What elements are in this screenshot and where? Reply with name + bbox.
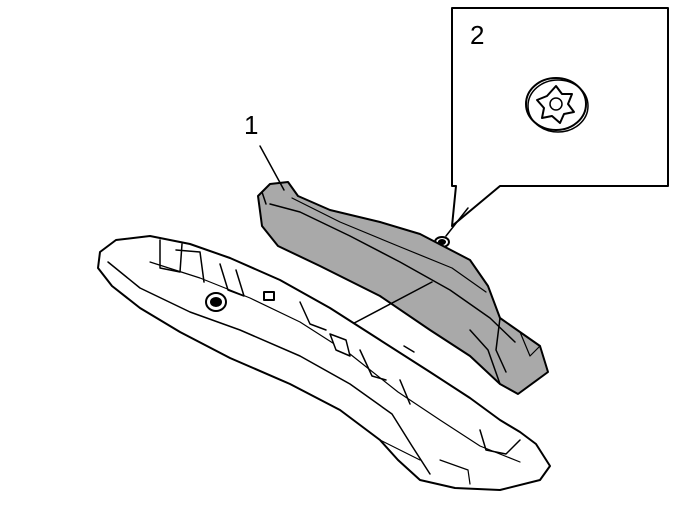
clip-detail-icon: [525, 77, 589, 133]
part-2-label: 2: [470, 20, 485, 50]
trim-panel: [97, 235, 551, 491]
part-1-label: 1: [244, 110, 259, 140]
detail-pointer-line: [445, 207, 469, 237]
part-1-insert: [257, 181, 549, 395]
part-1-leader: [259, 145, 285, 191]
